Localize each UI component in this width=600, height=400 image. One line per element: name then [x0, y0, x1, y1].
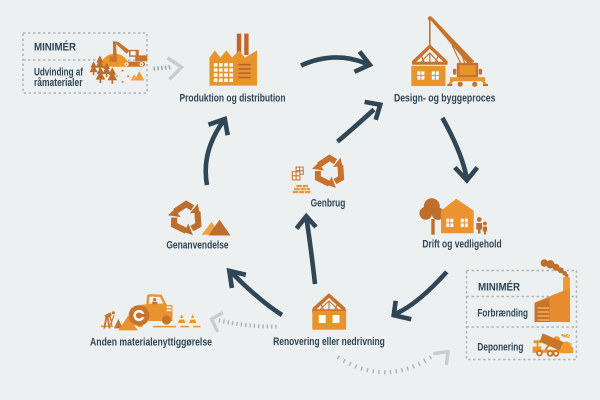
svg-text:Drift og vedligehold: Drift og vedligehold [422, 239, 501, 251]
svg-text:Forbrænding: Forbrænding [477, 307, 528, 319]
svg-text:Genbrug: Genbrug [311, 197, 346, 209]
svg-text:MINIMÉR: MINIMÉR [478, 281, 520, 294]
svg-text:råmaterialer: råmaterialer [34, 77, 83, 89]
svg-text:Produktion og distribution: Produktion og distribution [180, 93, 286, 105]
svg-text:Design- og byggeproces: Design- og byggeproces [394, 93, 496, 105]
svg-text:Udvinding af: Udvinding af [34, 67, 83, 79]
svg-text:Anden materialenyttiggørelse: Anden materialenyttiggørelse [90, 337, 212, 349]
svg-text:Deponering: Deponering [477, 342, 523, 354]
svg-text:Renovering eller nedrivning: Renovering eller nedrivning [273, 336, 385, 348]
svg-text:Genanvendelse: Genanvendelse [166, 240, 228, 252]
svg-text:MINIMÉR: MINIMÉR [34, 41, 76, 54]
